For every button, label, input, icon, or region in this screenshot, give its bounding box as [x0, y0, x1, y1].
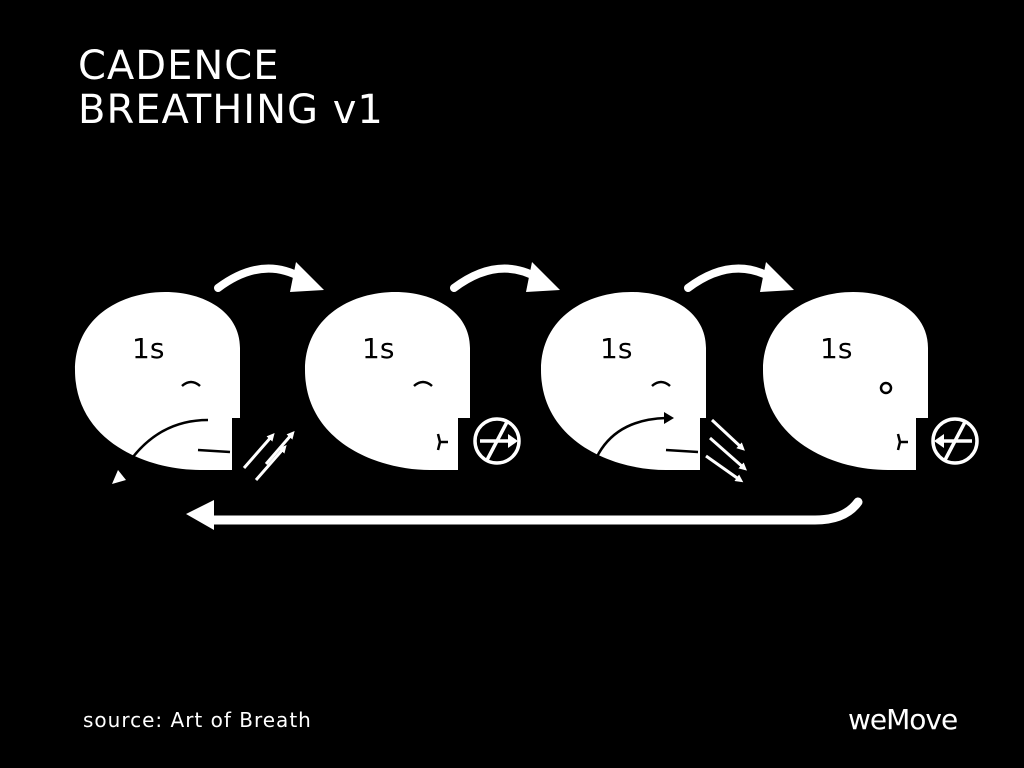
head-step-4: 1s: [763, 291, 979, 470]
closed-eye-icon: [181, 380, 201, 387]
loop-return-arrow: [186, 497, 863, 530]
duration-label: 1s: [600, 332, 632, 365]
mouth-closed-icon: [896, 433, 908, 451]
head-step-1: 1s: [75, 291, 295, 484]
hold-breath-icon: [931, 417, 979, 465]
page-title: CADENCE BREATHING v1: [78, 44, 384, 132]
hold-breath-icon: [473, 417, 521, 465]
head-step-2: 1s: [305, 291, 521, 470]
duration-label: 1s: [362, 332, 394, 365]
step-arrow-1: [214, 262, 324, 292]
brand-logo: weMove: [848, 703, 958, 736]
step-arrow-3: [684, 262, 794, 292]
title-line-1: CADENCE: [78, 43, 280, 89]
mouth-closed-icon: [436, 433, 448, 451]
open-eye-icon: [879, 381, 893, 395]
head-step-3: 1s: [541, 291, 747, 485]
duration-label: 1s: [132, 332, 164, 365]
exhale-arrows-icon: [705, 418, 747, 483]
source-caption: source: Art of Breath: [83, 708, 312, 732]
duration-label: 1s: [820, 332, 852, 365]
step-arrow-2: [450, 262, 560, 292]
inhale-path-icon: [116, 418, 209, 481]
title-line-2: BREATHING v1: [78, 87, 384, 133]
exhale-path-icon: [586, 416, 667, 485]
inhale-arrows-icon: [242, 430, 295, 481]
closed-eye-icon: [413, 380, 433, 387]
mouth-open-icon: [197, 448, 231, 454]
mouth-open-icon: [665, 448, 699, 454]
closed-eye-icon: [651, 380, 671, 387]
